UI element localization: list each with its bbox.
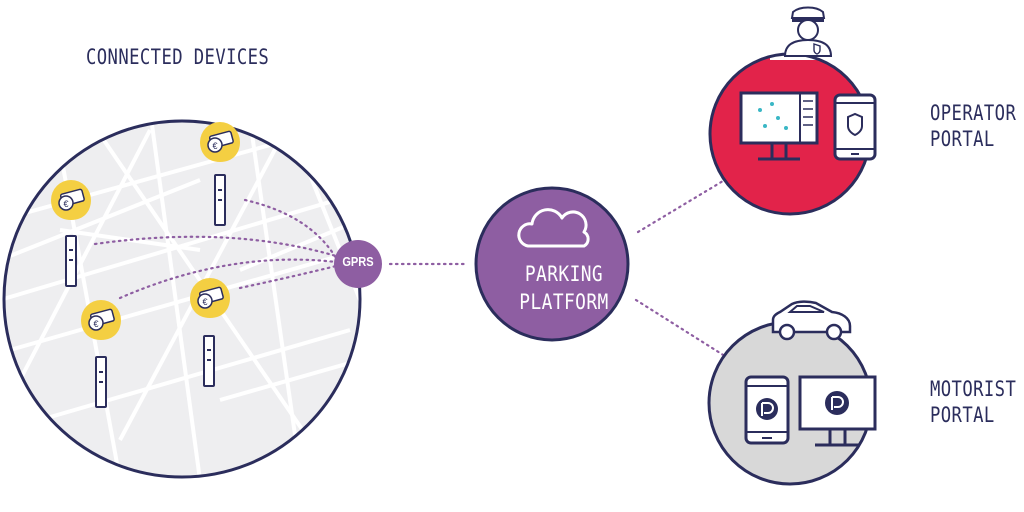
platform-line-2: PLATFORM	[519, 290, 609, 314]
connector-meter-top	[243, 198, 338, 260]
motorist-phone-icon	[744, 375, 790, 445]
connected-devices-label: CONNECTED DEVICES	[86, 44, 269, 70]
motorist-line-1: MOTORIST	[930, 377, 1017, 401]
parking-platform-node	[474, 186, 630, 342]
connector-platform-motorist	[634, 298, 730, 360]
shield-icon	[847, 112, 863, 137]
gprs-node	[334, 240, 382, 288]
motorist-monitor-icon	[798, 375, 877, 447]
gprs-label: GPRS	[342, 254, 374, 269]
connector-meter-bottom	[118, 258, 338, 300]
svg-text:€: €	[93, 319, 98, 329]
motorist-portal-label: MOTORIST PORTAL	[930, 376, 1016, 428]
motorist-line-2: PORTAL	[930, 403, 995, 427]
connector-meter-left	[93, 235, 338, 258]
operator-phone-icon	[833, 93, 877, 161]
svg-text:€: €	[63, 199, 68, 209]
operator-portal-label: OPERATOR PORTAL	[930, 100, 1016, 152]
connector-platform-operator	[636, 176, 730, 234]
car-icon	[771, 300, 852, 341]
officer-figure	[783, 6, 833, 57]
parking-platform-label: PARKING PLATFORM	[496, 260, 632, 316]
cloud-icon	[517, 208, 590, 248]
payment-card-coin-pin-icon: € € € €	[51, 122, 240, 340]
operator-monitor-icon	[739, 91, 819, 161]
connector-meter-right	[238, 264, 338, 290]
platform-line-1: PARKING	[524, 262, 604, 286]
meter-slots	[69, 189, 222, 383]
operator-portal-node	[708, 6, 877, 216]
operator-line-1: OPERATOR	[930, 101, 1017, 125]
svg-text:€: €	[202, 297, 207, 307]
connected-devices-map	[2, 119, 362, 479]
connector-lines	[93, 176, 730, 360]
motorist-portal-node	[707, 300, 877, 486]
connected-devices-text: CONNECTED DEVICES	[86, 45, 270, 69]
operator-line-2: PORTAL	[930, 127, 995, 151]
svg-text:€: €	[212, 141, 217, 151]
